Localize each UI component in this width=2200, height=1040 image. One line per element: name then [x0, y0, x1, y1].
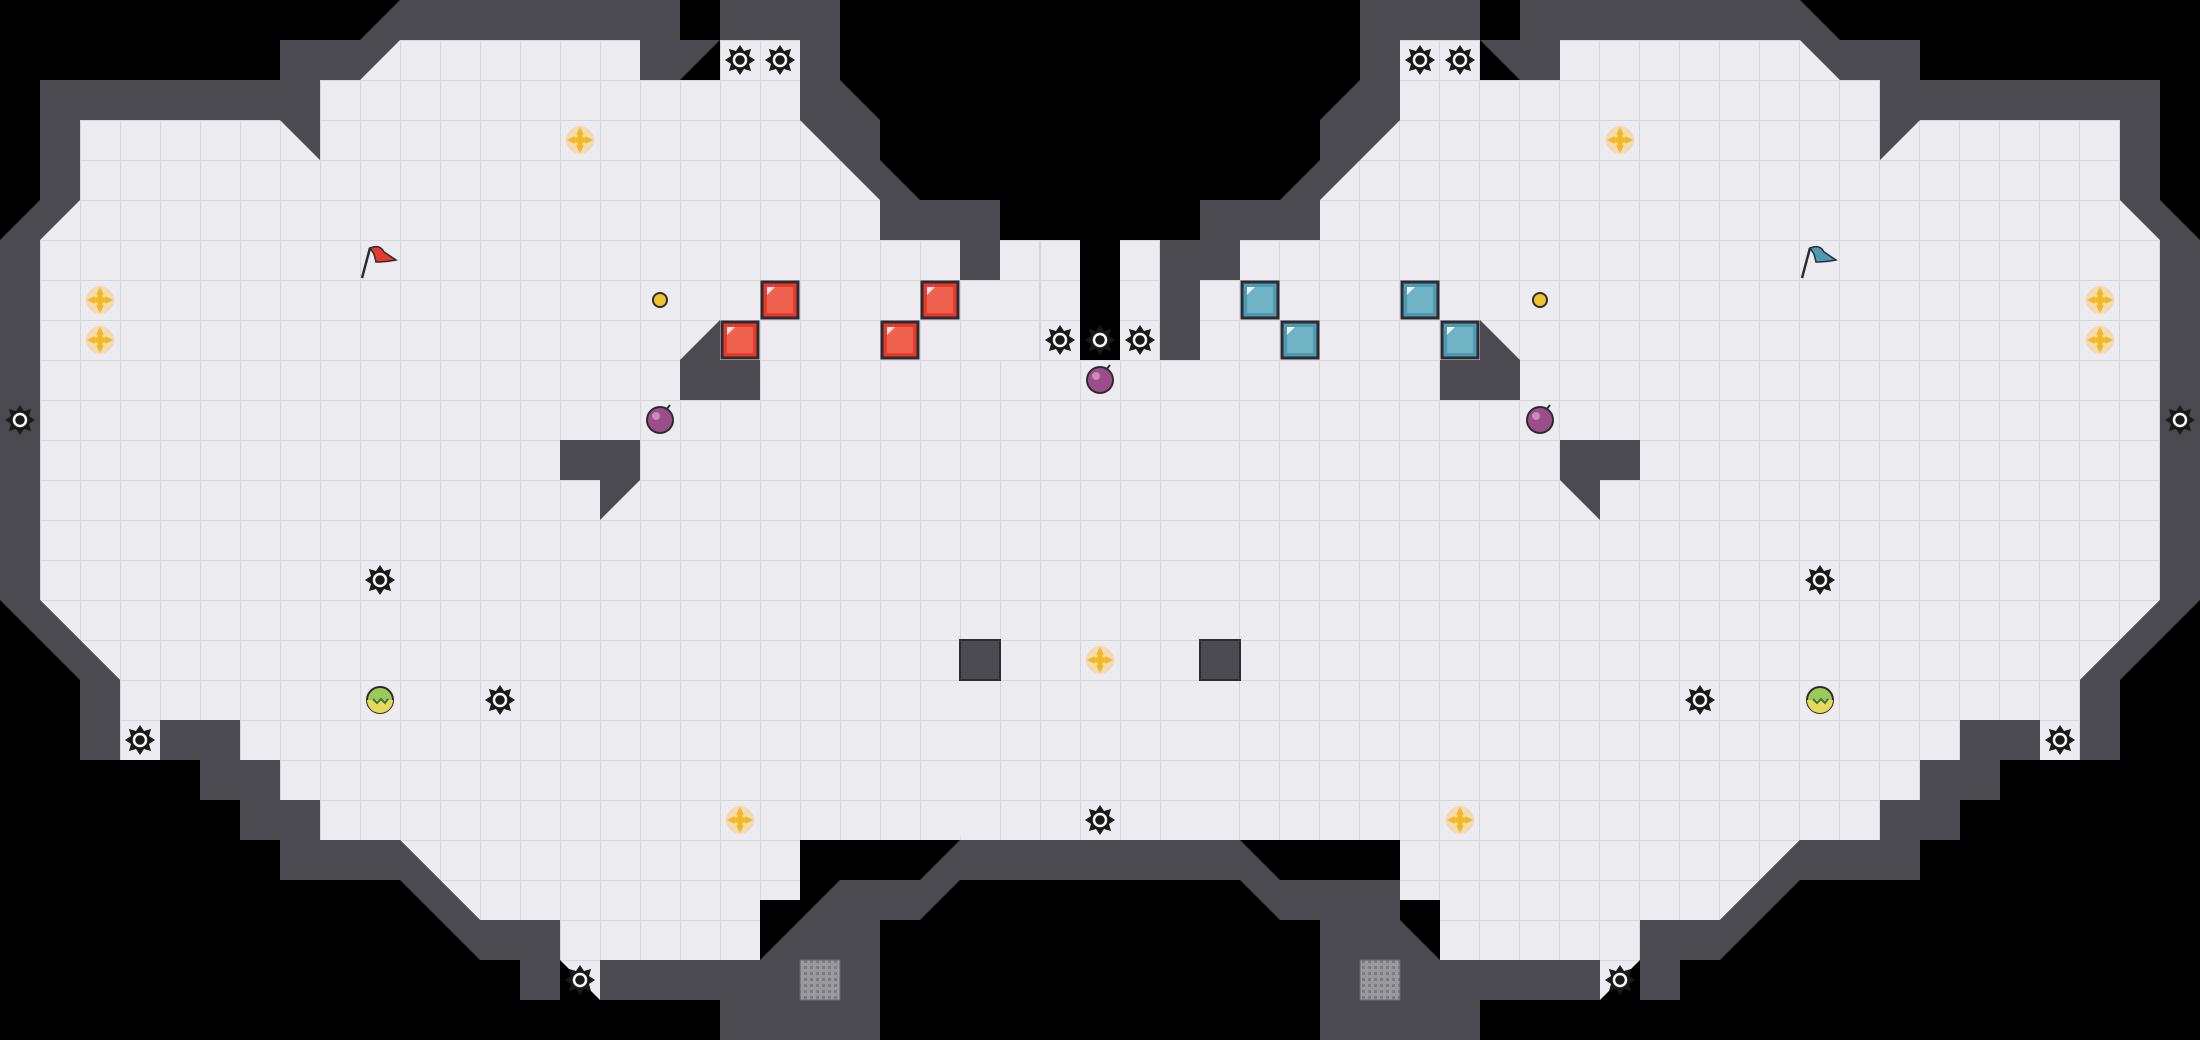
blue-flag-icon[interactable]	[1800, 245, 1838, 279]
spike-icon	[723, 43, 757, 77]
left-bottom-steps	[160, 720, 560, 1000]
speed-boost-icon[interactable]	[1446, 806, 1474, 834]
blue-block[interactable]	[1240, 280, 1280, 320]
right-arena-floor[interactable]	[960, 40, 2160, 1000]
center-bottom-wall	[800, 840, 1400, 1040]
gate-right[interactable]	[1359, 959, 1401, 1001]
spike-icon	[3, 403, 37, 437]
speed-boost-icon[interactable]	[1086, 646, 1114, 674]
spike-icon	[1683, 683, 1717, 717]
spike-icon	[1043, 323, 1077, 357]
spike-icon	[363, 563, 397, 597]
left-corner-obstacle-mid	[560, 440, 640, 520]
right-bottom-steps	[1640, 720, 2040, 1000]
blue-block[interactable]	[1400, 280, 1440, 320]
powerup-icon[interactable]	[366, 686, 394, 714]
spike-icon	[2043, 723, 2077, 757]
right-bottom-wall	[2080, 400, 2200, 760]
red-block[interactable]	[760, 280, 800, 320]
center-pillar-left	[959, 639, 1001, 681]
portal-dot-left[interactable]	[652, 292, 668, 308]
spike-icon	[1603, 963, 1637, 997]
left-corner-obstacle-top	[680, 320, 760, 400]
right-corner-obstacle-top	[1440, 320, 1520, 400]
gate-left[interactable]	[799, 959, 841, 1001]
red-block[interactable]	[880, 320, 920, 360]
center-pillar-right	[1199, 639, 1241, 681]
spike-icon	[1083, 803, 1117, 837]
spike-icon	[2163, 403, 2197, 437]
speed-boost-icon[interactable]	[726, 806, 754, 834]
spike-icon	[123, 723, 157, 757]
right-corner-obstacle-mid	[1560, 440, 1640, 520]
spike-icon	[763, 43, 797, 77]
spike-icon	[483, 683, 517, 717]
spike-icon	[1803, 563, 1837, 597]
spike-icon	[1443, 43, 1477, 77]
left-arena-floor[interactable]	[40, 40, 1240, 1000]
left-bottom-wall	[0, 400, 120, 760]
speed-boost-icon[interactable]	[566, 126, 594, 154]
spike-icon	[1083, 323, 1117, 357]
powerup-icon[interactable]	[1806, 686, 1834, 714]
red-block[interactable]	[720, 320, 760, 360]
speed-boost-icon[interactable]	[86, 326, 114, 354]
blue-block[interactable]	[1440, 320, 1480, 360]
speed-boost-icon[interactable]	[2086, 286, 2114, 314]
red-block[interactable]	[920, 280, 960, 320]
blue-block[interactable]	[1280, 320, 1320, 360]
center-floor-fill[interactable]	[1000, 360, 1200, 840]
speed-boost-icon[interactable]	[86, 286, 114, 314]
spike-icon	[1403, 43, 1437, 77]
red-flag-icon[interactable]	[360, 245, 398, 279]
speed-boost-icon[interactable]	[2086, 326, 2114, 354]
speed-boost-icon[interactable]	[1606, 126, 1634, 154]
spike-icon	[1123, 323, 1157, 357]
portal-dot-right[interactable]	[1532, 292, 1548, 308]
spike-icon	[563, 963, 597, 997]
